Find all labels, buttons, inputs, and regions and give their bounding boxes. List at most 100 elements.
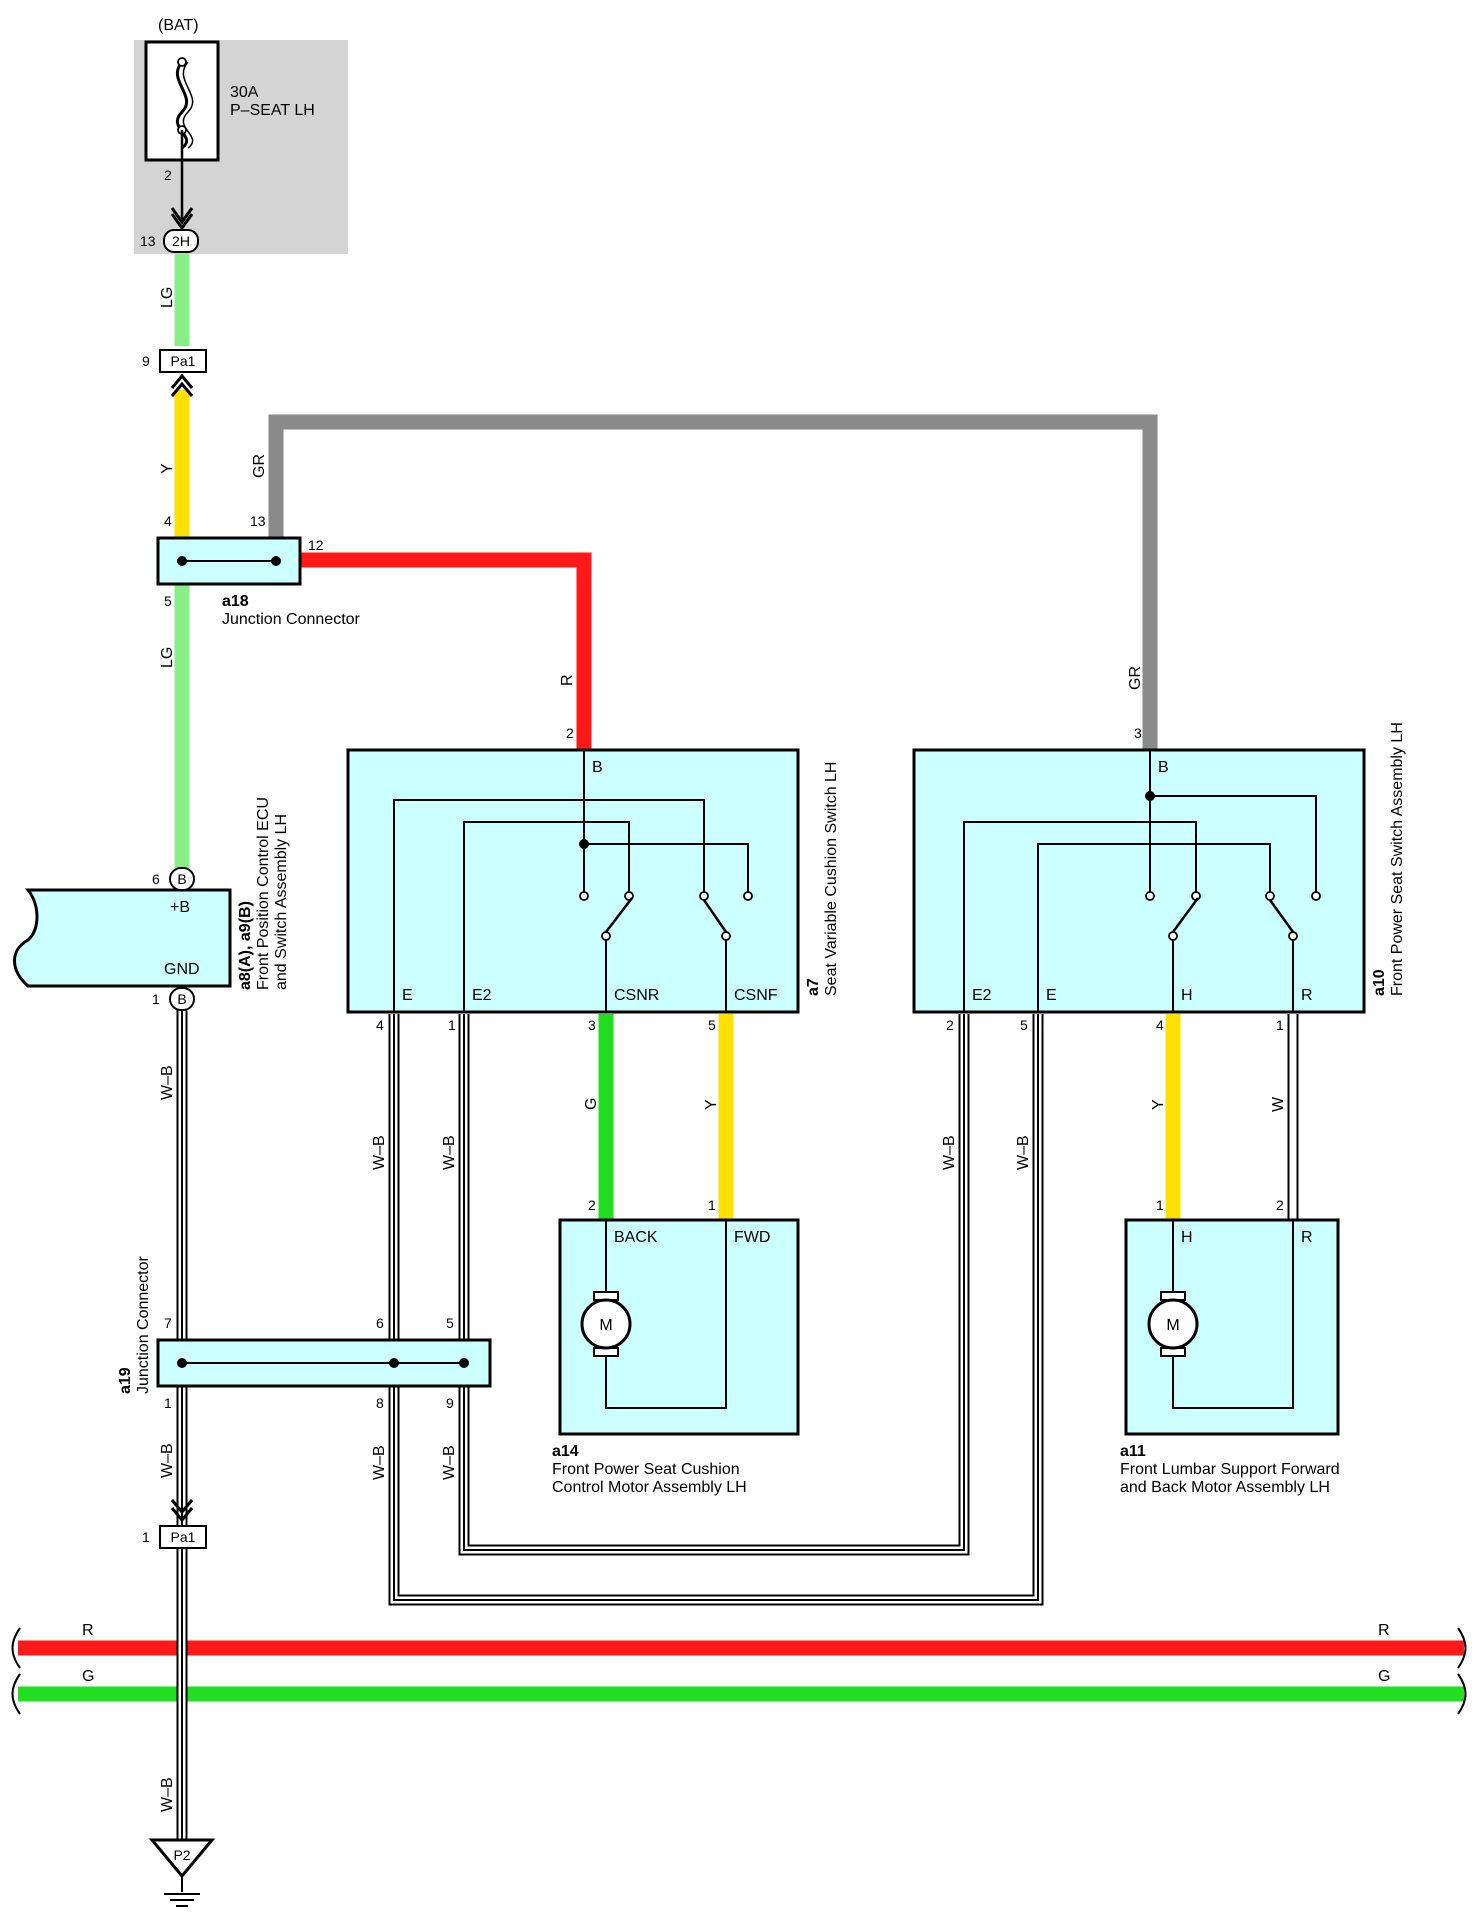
a19-pin-7: 7: [164, 1315, 172, 1331]
a14-pin-back: 2: [588, 1197, 596, 1213]
a7-pin-e2: 1: [448, 1017, 456, 1033]
a14-motor: M 2 1 BACK FWD a14 Front Power Seat Cush…: [552, 1197, 800, 1496]
a10-term-h: H: [1181, 987, 1193, 1004]
ecu-conn-gnd: [169, 987, 195, 1011]
a7-ref: a7: [805, 978, 822, 996]
a18-node-left: [177, 556, 187, 566]
a11-pin-h: 1: [1156, 1197, 1164, 1213]
wire-label-gr-right: GR: [1127, 666, 1144, 690]
a14-term-fwd: FWD: [734, 1229, 770, 1246]
a7-switch: 2 B E E2 CSNR CSNF 4 1 3 5 a7 Seat Varia…: [346, 725, 840, 1033]
pa1-top-arrow-icon: [170, 373, 194, 397]
a14-name-1: Front Power Seat Cushion: [552, 1461, 740, 1478]
a7-wire-e-loop: [393, 799, 705, 1012]
bus-r-label-right: R: [1378, 1622, 1390, 1639]
bus-r-label-left: R: [82, 1622, 94, 1639]
a10-ref: a10: [1371, 969, 1388, 996]
bus-wires: R R G G: [11, 1622, 1467, 1715]
a19-junction-connector: 7 6 5 1 8 9 a19 Junction Connector: [117, 1255, 492, 1411]
a11-motor: M 1 2 H R a11 Front Lumbar Support Forwa…: [1120, 1197, 1340, 1496]
a19-node-5: [459, 1358, 469, 1368]
a14-motor-icon: [580, 1298, 632, 1350]
a7-switch2-lever: [702, 899, 728, 933]
a10-switch2-lever: [1268, 899, 1295, 933]
a7-wire-e2-loop: [463, 821, 630, 1012]
pa1-bottom-pin: 1: [142, 1529, 150, 1545]
a7-pin-b: 2: [566, 725, 574, 741]
wire-label-lg-mid: LG: [159, 647, 176, 668]
fuse-terminal-top: [177, 57, 187, 67]
wire-label-y: Y: [159, 463, 176, 474]
a10-pin-e: 5: [1020, 1017, 1028, 1033]
a14-ref: a14: [552, 1443, 579, 1460]
wire-wb-e-a7: [388, 1014, 1044, 1606]
fuse-connector-label: 2H: [172, 233, 190, 249]
a10-switch2-contact-a: [1265, 891, 1275, 901]
pa1-top-box: [159, 349, 207, 373]
a11-name-1: Front Lumbar Support Forward: [1120, 1461, 1340, 1478]
wire-wb-e2-a7-stripe: [463, 1014, 965, 1551]
a14-motor-label: M: [599, 1317, 612, 1334]
connector-arrow-icon: [170, 207, 194, 231]
ecu-conn-plus-b-label: B: [177, 871, 186, 887]
ecu-term-gnd: GND: [164, 961, 200, 978]
pa1-top-connector: Pa1 9: [142, 349, 207, 397]
bus-break-right-icon: [1457, 1627, 1467, 1715]
ecu-name-2: and Switch Assembly LH: [273, 814, 290, 990]
a10-term-r: R: [1301, 987, 1313, 1004]
a11-motor-label: M: [1166, 1317, 1179, 1334]
a7-switch2-contact-a: [699, 891, 709, 901]
a10-term-b: B: [1158, 759, 1169, 776]
a10-switch1-contact-a: [1145, 891, 1155, 901]
a7-switch1-lever: [605, 897, 633, 933]
pa1-bottom-arrow-icon: [170, 1499, 194, 1523]
a10-name: Front Power Seat Switch Assembly LH: [1389, 722, 1406, 996]
a7-term-e2: E2: [472, 987, 492, 1004]
a10-switch: 3 B E2 E H R 2 5 4 1 a10 Front Power Sea…: [912, 722, 1406, 1033]
a7-box: [346, 748, 800, 1014]
a11-name-2: and Back Motor Assembly LH: [1120, 1479, 1330, 1496]
a7-switch2-pivot: [721, 931, 731, 941]
a18-ref: a18: [222, 593, 249, 610]
a7-term-e: E: [402, 987, 413, 1004]
pa1-top-pin: 9: [142, 353, 150, 369]
ecu-term-plus-b: +B: [170, 899, 190, 916]
wire-label-wb-eb: W–B: [1015, 1135, 1032, 1170]
a7-term-b: B: [592, 759, 603, 776]
wire-label-g-csnr: G: [583, 1098, 600, 1110]
a10-pin-e2: 2: [946, 1017, 954, 1033]
a19-node-7: [177, 1358, 187, 1368]
a10-switch1-lever: [1171, 897, 1200, 933]
a19-ref: a19: [117, 1367, 134, 1394]
a10-pin-b: 3: [1134, 725, 1142, 741]
a10-wire-b-to-commons: [1149, 750, 1317, 894]
bus-break-left-icon: [11, 1627, 21, 1715]
a14-name-2: Control Motor Assembly LH: [552, 1479, 747, 1496]
wire-label-wb-8: W–B: [371, 1445, 388, 1480]
a11-pin-r: 2: [1276, 1197, 1284, 1213]
a19-pin-8: 8: [376, 1395, 384, 1411]
fuse-pin-label: 2: [164, 167, 172, 183]
a10-switch2-contact-b: [1311, 891, 1321, 901]
a10-switch2-pivot: [1288, 931, 1298, 941]
wire-label-gr: GR: [251, 454, 268, 478]
wire-label-y-h: Y: [1150, 1099, 1167, 1110]
a14-pin-fwd: 1: [708, 1197, 716, 1213]
a11-ref: a11: [1120, 1443, 1146, 1460]
ground-p2: P2: [148, 1838, 216, 1907]
wire-label-wb-e: W–B: [371, 1135, 388, 1170]
a11-box: [1124, 1218, 1340, 1436]
wire-label-w-r: W: [1270, 1096, 1287, 1112]
a19-pin-9: 9: [446, 1395, 454, 1411]
a7-switch1-contact-a: [579, 891, 589, 901]
a11-term-h: H: [1181, 1229, 1193, 1246]
a18-name: Junction Connector: [222, 611, 361, 628]
ecu-box: [13, 888, 232, 988]
a10-wire-e2-loop: [963, 821, 1197, 1012]
fuse-element-icon: [175, 61, 189, 150]
a10-pin-h: 4: [1156, 1017, 1164, 1033]
a7-switch1-pivot: [601, 931, 611, 941]
fuse-source-label: (BAT): [158, 17, 199, 34]
fuse-connector-pin-label: 13: [140, 233, 156, 249]
